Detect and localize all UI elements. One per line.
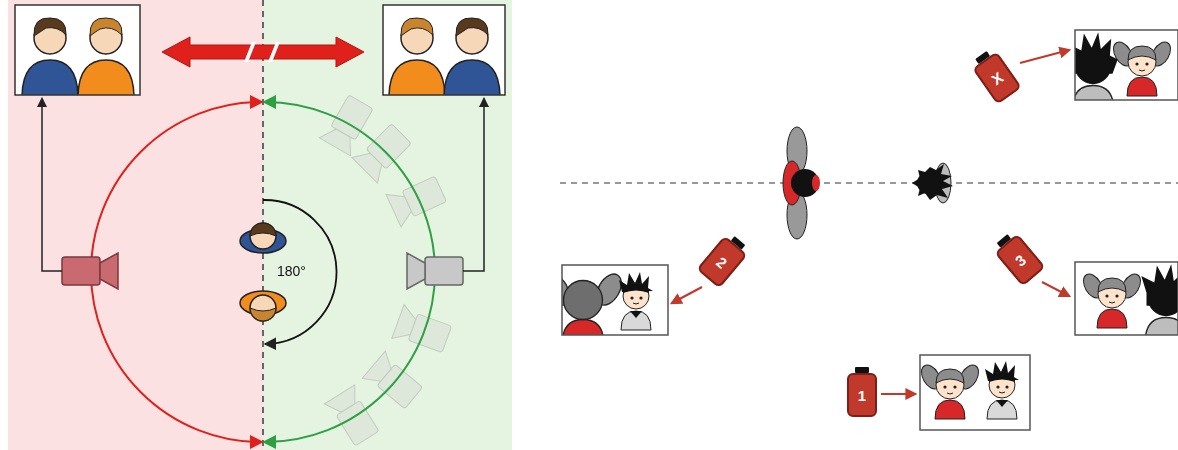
camera-viewfinder (731, 236, 746, 250)
man-figure (389, 18, 445, 95)
angle-label: 180° (277, 263, 306, 279)
callout-number: 3 (1012, 252, 1028, 269)
side-band (8, 0, 263, 450)
swap-arrow (162, 37, 364, 67)
shot-content (920, 361, 1019, 419)
camera-viewfinder (997, 234, 1012, 248)
angle-arc (263, 200, 337, 344)
girl-figure (1110, 39, 1175, 96)
view-arrow (1042, 282, 1069, 296)
camera-viewfinder (975, 51, 990, 64)
green-arc (265, 102, 435, 442)
camera-viewfinder (855, 367, 869, 373)
red-arc (91, 102, 261, 442)
callout-number: 2 (714, 254, 730, 271)
man-figure (444, 18, 500, 95)
man-figure (78, 18, 134, 95)
girl-figure (1080, 271, 1145, 328)
camera-box: X (972, 51, 1022, 104)
boy-figure (619, 272, 653, 330)
view-arrow (1020, 50, 1069, 63)
shot-content (389, 18, 500, 95)
view-arrow (672, 287, 702, 303)
boy-top-view (912, 163, 953, 203)
callout-number: 1 (858, 388, 866, 403)
shot-content (22, 18, 134, 95)
head (791, 169, 819, 197)
boy-figure (1075, 32, 1118, 100)
face (812, 175, 820, 191)
head (917, 172, 939, 194)
leader-arrow (42, 99, 62, 271)
person-top-view (240, 291, 286, 321)
shot-content (1080, 264, 1178, 335)
side-band (263, 0, 512, 450)
camera (62, 253, 118, 289)
shot-content (562, 270, 653, 335)
camera-body (62, 257, 100, 285)
axis-line (560, 182, 1178, 184)
boy-figure (1141, 264, 1178, 335)
camera-ghost (362, 351, 425, 412)
spiky-hair (912, 164, 953, 200)
head (250, 295, 276, 321)
camera-box: 3 (994, 234, 1045, 287)
break-mark (244, 42, 256, 62)
break-mark (268, 42, 280, 62)
man-figure (22, 18, 78, 95)
shot-frame (562, 265, 668, 335)
girl-top-view (783, 127, 820, 239)
camera-ghost (392, 305, 453, 357)
camera (407, 253, 463, 289)
person-top-view (240, 223, 286, 253)
hair (250, 308, 276, 321)
girl-figure (920, 362, 982, 419)
callout-number: X (989, 69, 1006, 87)
shot-frame (1075, 262, 1178, 335)
head (250, 223, 276, 249)
hair (250, 223, 276, 236)
shot-frame (1075, 30, 1178, 100)
leader-arrow (463, 99, 484, 271)
camera-lens (407, 253, 425, 289)
camera-ghost (386, 172, 448, 227)
camera-box: 1 (847, 373, 877, 417)
camera-box: 2 (696, 236, 747, 289)
view-arrow (881, 393, 915, 395)
shot-frame (15, 5, 140, 95)
shot-content (1075, 32, 1174, 100)
boy-figure (985, 361, 1019, 419)
girl-figure (562, 270, 626, 335)
shot-frame (383, 5, 505, 95)
camera-body (425, 257, 463, 285)
shot-frame (920, 355, 1030, 430)
camera-lens (100, 253, 118, 289)
